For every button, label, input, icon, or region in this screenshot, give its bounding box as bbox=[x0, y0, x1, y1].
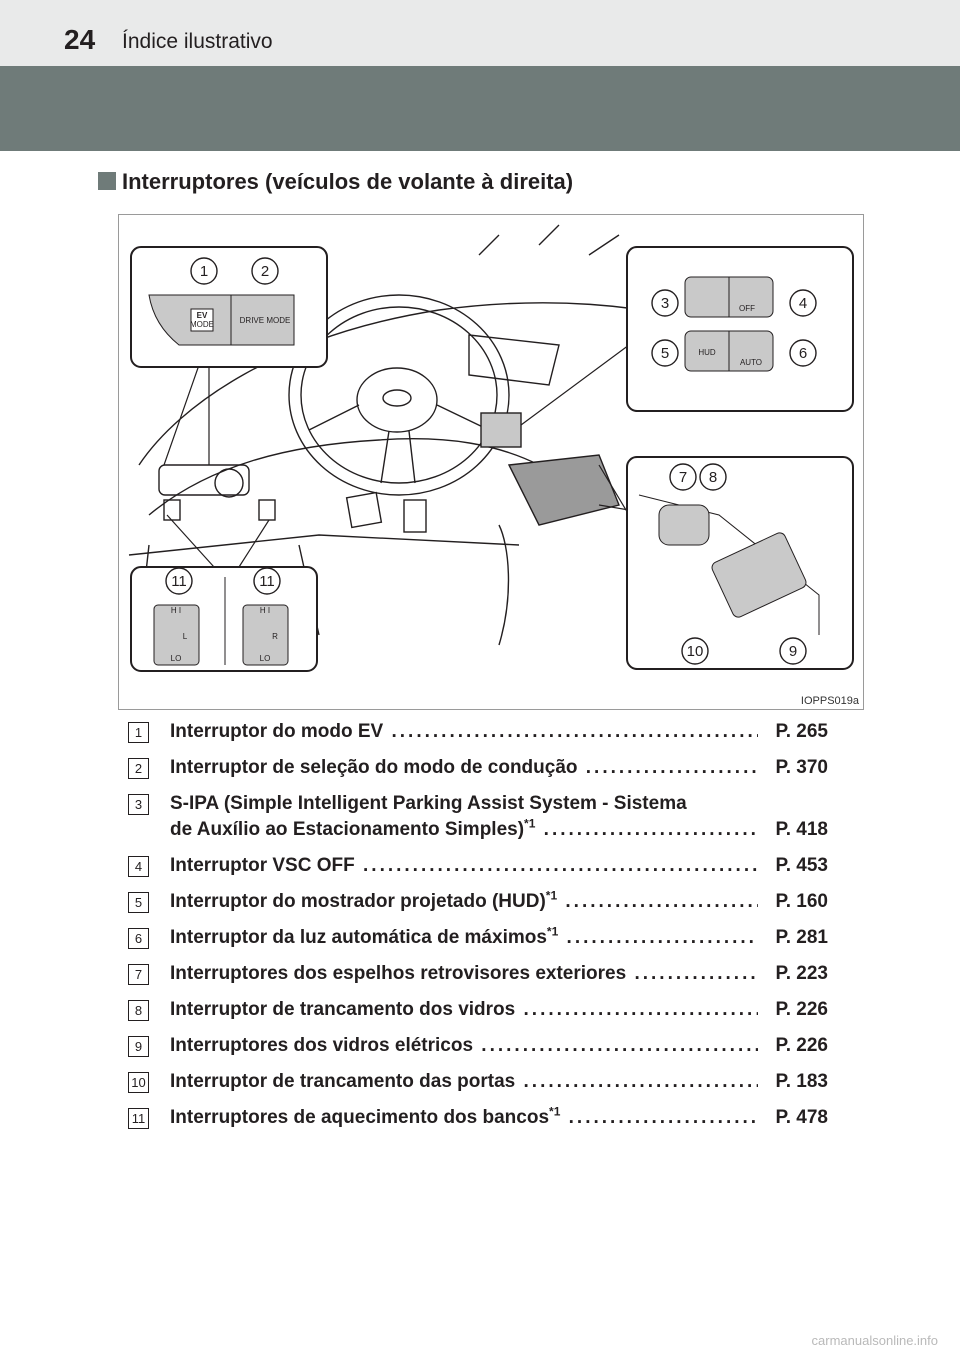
seat-lo-left: LO bbox=[171, 654, 182, 663]
item-page-link[interactable]: P. 453 bbox=[776, 854, 828, 878]
footnote-mark: *1 bbox=[549, 1106, 560, 1119]
item-label: Interruptor de seleção do modo de conduç… bbox=[170, 757, 578, 778]
item-label: de Auxílio ao Estacionamento Simples) bbox=[170, 819, 524, 840]
item-label: Interruptor de trancamento dos vidros bbox=[170, 999, 515, 1020]
item-number: 5 bbox=[128, 892, 149, 913]
callout-1: 1 bbox=[200, 263, 208, 280]
item-number: 8 bbox=[128, 1000, 149, 1021]
item-label: Interruptores dos vidros elétricos bbox=[170, 1035, 473, 1056]
vsc-off-label: OFF bbox=[739, 304, 755, 313]
item-number: 6 bbox=[128, 928, 149, 949]
list-item: 8 Interruptor de trancamento dos vidros … bbox=[128, 998, 828, 1022]
list-item: 5 Interruptor do mostrador projetado (HU… bbox=[128, 890, 828, 914]
item-page-link[interactable]: P. 418 bbox=[776, 818, 828, 842]
item-label: Interruptores de aquecimento dos bancos bbox=[170, 1107, 549, 1128]
item-label: Interruptores dos espelhos retrovisores … bbox=[170, 963, 626, 984]
seat-hi-right: H I bbox=[260, 606, 270, 615]
callout-5: 5 bbox=[661, 345, 669, 362]
drive-mode-label: DRIVE MODE bbox=[240, 316, 291, 325]
auto-button-label: AUTO bbox=[740, 358, 762, 367]
list-item: 6 Interruptor da luz automática de máxim… bbox=[128, 926, 828, 950]
callout-8: 8 bbox=[709, 469, 717, 486]
item-page-link[interactable]: P. 265 bbox=[776, 720, 828, 744]
list-item: 1 Interruptor do modo EV ...............… bbox=[128, 720, 828, 744]
item-number: 10 bbox=[128, 1072, 149, 1093]
seat-hi-left: H I bbox=[171, 606, 181, 615]
page-number: 24 bbox=[64, 24, 95, 56]
item-number: 3 bbox=[128, 794, 149, 815]
callout-11-left: 11 bbox=[171, 573, 187, 590]
list-item: 2 Interruptor de seleção do modo de cond… bbox=[128, 756, 828, 780]
hud-button-label: HUD bbox=[698, 348, 716, 357]
figure-code: IOPPS019a bbox=[801, 695, 859, 707]
callout-11-right: 11 bbox=[259, 573, 275, 590]
item-page-link[interactable]: P. 226 bbox=[776, 998, 828, 1022]
callout-3: 3 bbox=[661, 295, 669, 312]
item-page-link[interactable]: P. 160 bbox=[776, 890, 828, 914]
item-page-link[interactable]: P. 370 bbox=[776, 756, 828, 780]
item-number: 1 bbox=[128, 722, 149, 743]
list-item: 10 Interruptor de trancamento das portas… bbox=[128, 1070, 828, 1094]
dashboard-drawing: 1 2 3 4 5 6 7 8 9 10 11 11 EV MODE DRIVE… bbox=[119, 215, 863, 709]
item-label: Interruptor do modo EV bbox=[170, 721, 383, 742]
section-bullet-icon bbox=[98, 172, 116, 190]
section-title: Interruptores (veículos de volante à dir… bbox=[122, 169, 573, 194]
list-item: 9 Interruptores dos vidros elétricos ...… bbox=[128, 1034, 828, 1058]
ev-mode-label: MODE bbox=[190, 320, 214, 329]
callout-4: 4 bbox=[799, 295, 807, 312]
watermark: carmanualsonline.info bbox=[812, 1333, 938, 1348]
item-page-link[interactable]: P. 183 bbox=[776, 1070, 828, 1094]
list-item: 7 Interruptores dos espelhos retrovisore… bbox=[128, 962, 828, 986]
ev-button-label: EV bbox=[197, 311, 208, 320]
section-heading: Interruptores (veículos de volante à dir… bbox=[98, 169, 573, 195]
item-label: Interruptor do mostrador projetado (HUD) bbox=[170, 891, 546, 912]
callout-2: 2 bbox=[261, 263, 269, 280]
footnote-mark: *1 bbox=[546, 890, 557, 903]
footnote-mark: *1 bbox=[524, 818, 535, 831]
list-item: 4 Interruptor VSC OFF ..................… bbox=[128, 854, 828, 878]
footnote-mark: *1 bbox=[547, 926, 558, 939]
callout-10: 10 bbox=[687, 643, 704, 660]
seat-l-label: L bbox=[183, 632, 188, 641]
switch-index-list: 1 Interruptor do modo EV ...............… bbox=[128, 720, 828, 1142]
list-item: 3 S-IPA (Simple Intelligent Parking Assi… bbox=[128, 792, 828, 842]
list-item: 11 Interruptores de aquecimento dos banc… bbox=[128, 1106, 828, 1130]
callout-6: 6 bbox=[799, 345, 807, 362]
item-number: 7 bbox=[128, 964, 149, 985]
item-page-link[interactable]: P. 281 bbox=[776, 926, 828, 950]
switches-illustration: 1 2 3 4 5 6 7 8 9 10 11 11 EV MODE DRIVE… bbox=[118, 214, 864, 710]
item-label-line1: S-IPA (Simple Intelligent Parking Assist… bbox=[170, 792, 758, 816]
callout-7: 7 bbox=[679, 469, 687, 486]
item-page-link[interactable]: P. 223 bbox=[776, 962, 828, 986]
item-number: 9 bbox=[128, 1036, 149, 1057]
item-page-link[interactable]: P. 478 bbox=[776, 1106, 828, 1130]
item-number: 4 bbox=[128, 856, 149, 877]
header-band bbox=[0, 66, 960, 151]
item-label: Interruptor VSC OFF bbox=[170, 855, 355, 876]
item-label: Interruptor da luz automática de máximos bbox=[170, 927, 547, 948]
seat-lo-right: LO bbox=[260, 654, 271, 663]
item-number: 11 bbox=[128, 1108, 149, 1129]
item-number: 2 bbox=[128, 758, 149, 779]
item-label: Interruptor de trancamento das portas bbox=[170, 1071, 515, 1092]
seat-r-label: R bbox=[272, 632, 278, 641]
page-title: Índice ilustrativo bbox=[122, 30, 273, 54]
item-page-link[interactable]: P. 226 bbox=[776, 1034, 828, 1058]
callout-9: 9 bbox=[789, 643, 797, 660]
